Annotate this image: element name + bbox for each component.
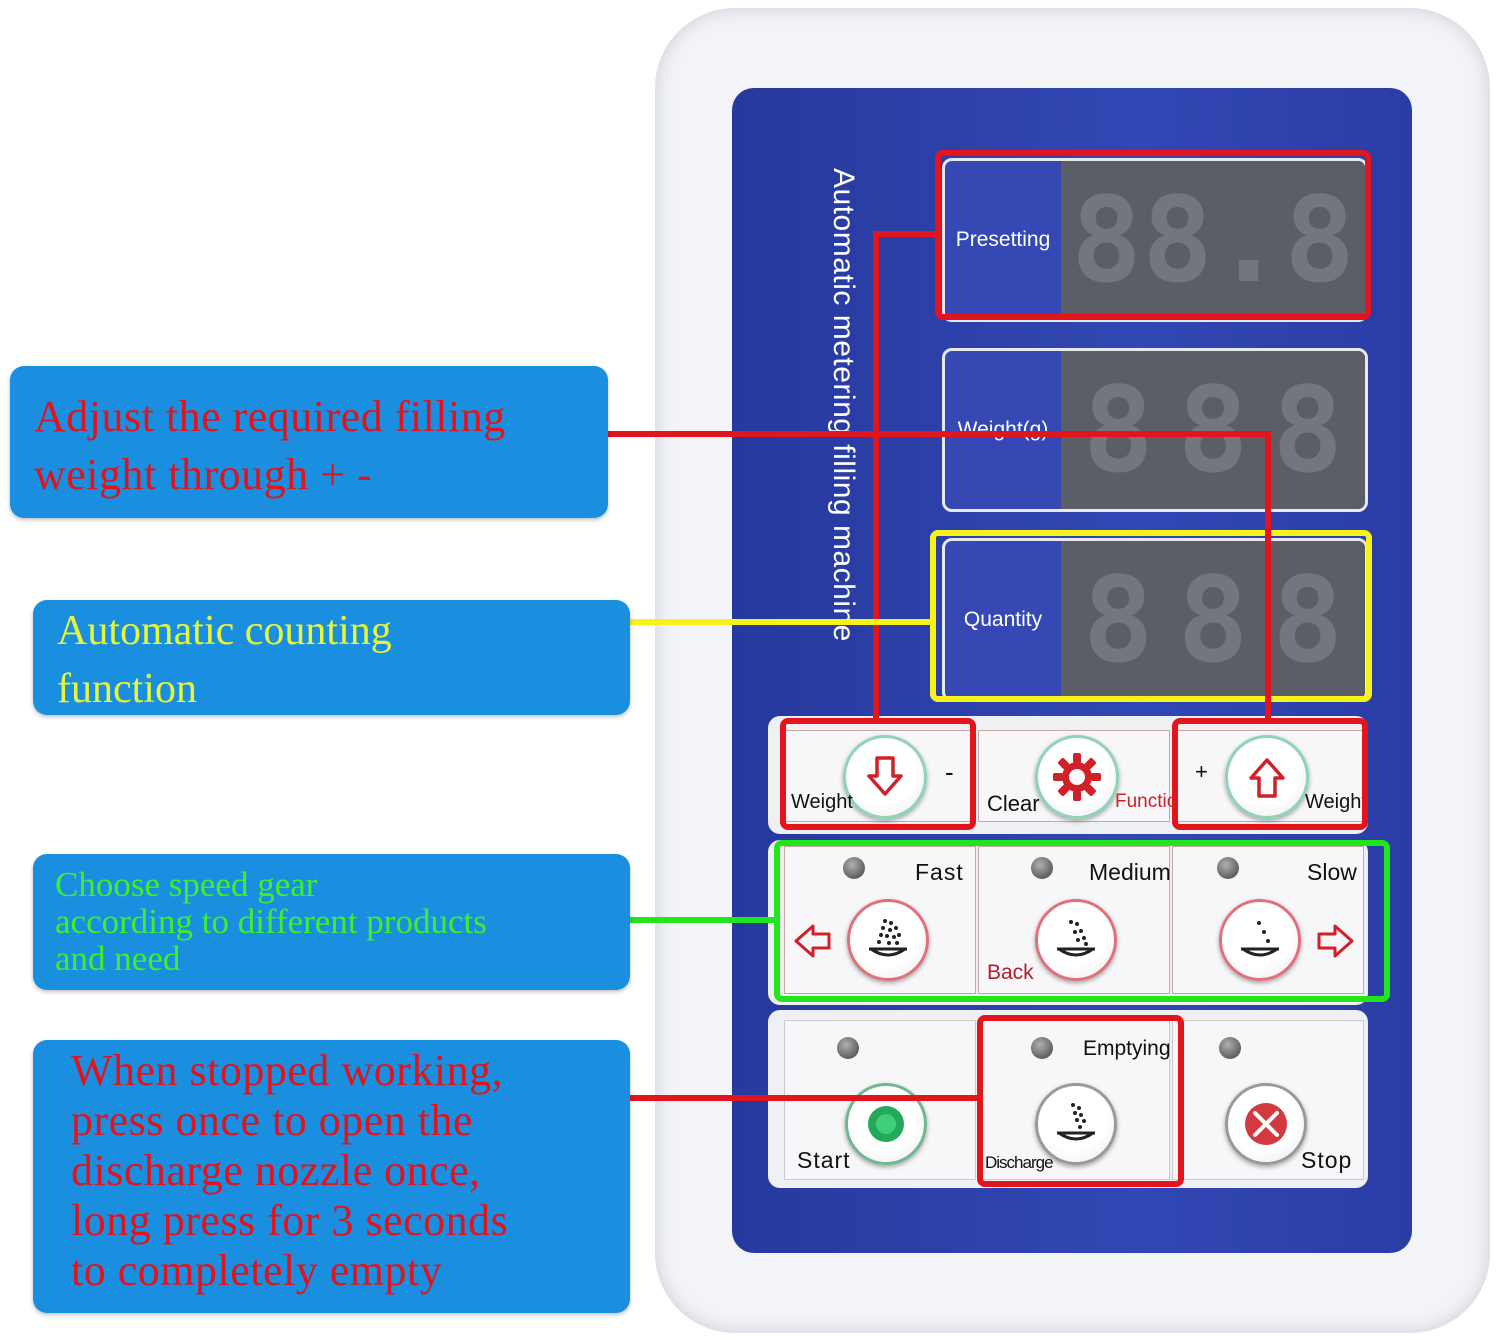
medium-button[interactable]	[1035, 899, 1117, 981]
weight-digit: 8	[1082, 361, 1154, 499]
quantity-display: Quantity 8 8 8	[942, 538, 1368, 702]
presetting-digits: 8 8. 8	[1061, 161, 1365, 319]
quantity-highlight	[930, 530, 1372, 702]
quantity-digit: 8	[1177, 551, 1249, 689]
powder-bowl-icon	[1241, 921, 1279, 957]
weight-plus-key[interactable]: + Weight	[1172, 730, 1367, 822]
weight-digit: 8	[1272, 361, 1344, 499]
fast-label: Fast	[915, 859, 964, 885]
clear-function-key[interactable]: Clear Function	[978, 730, 1188, 822]
right-arrow-icon	[1317, 924, 1354, 958]
function-label: Function	[1115, 791, 1188, 812]
discharge-key[interactable]: Emptying Discharge	[978, 1020, 1171, 1180]
speed-callout: Choose speed gear according to different…	[33, 854, 630, 990]
emptying-led	[1031, 1037, 1053, 1059]
emptying-label: Emptying	[1083, 1037, 1171, 1060]
presetting-highlight	[935, 150, 1371, 320]
weight-minus-label: Weight	[791, 791, 853, 813]
quantity-digit: 8	[1272, 551, 1344, 689]
stop-button[interactable]	[1225, 1083, 1307, 1165]
medium-speed-key[interactable]: Medium Back	[978, 846, 1171, 994]
clear-label: Clear	[987, 791, 1040, 816]
powder-bowl-icon	[1057, 1103, 1095, 1141]
slow-speed-key[interactable]: Slow	[1172, 846, 1364, 994]
fast-button[interactable]	[847, 899, 929, 981]
discharge-callout: When stopped working, press once to open…	[33, 1040, 630, 1313]
weight-digit: 8	[1177, 361, 1249, 499]
discharge-label: Discharge	[985, 1153, 1054, 1172]
quantity-digit: 8	[1082, 551, 1154, 689]
speed-key-strip: Fast Medium	[768, 840, 1368, 1005]
back-label: Back	[987, 961, 1034, 984]
presetting-digit: 8	[1071, 171, 1143, 309]
quantity-label: Quantity	[963, 608, 1043, 631]
presetting-label: Presetting	[955, 228, 1051, 251]
fast-speed-key[interactable]: Fast	[784, 846, 976, 994]
gear-button[interactable]	[1035, 735, 1119, 819]
plus-key-highlight	[1172, 718, 1368, 830]
medium-label: Medium	[1089, 859, 1171, 885]
plus-sign: +	[1195, 759, 1208, 784]
down-arrow-icon	[867, 756, 903, 796]
slow-label: Slow	[1307, 859, 1357, 885]
quantity-digits: 8 8 8	[1061, 541, 1365, 699]
left-arrow-icon	[794, 924, 831, 958]
discharge-highlight	[977, 1015, 1184, 1187]
stop-x-icon	[1245, 1103, 1287, 1145]
start-led	[837, 1037, 859, 1059]
stop-key[interactable]: Stop	[1172, 1020, 1364, 1180]
discharge-text: When stopped working, press once to open…	[71, 1046, 509, 1295]
minus-key-highlight	[780, 718, 976, 830]
counting-text: Automatic counting function	[57, 608, 392, 712]
speed-text: Choose speed gear according to different…	[55, 865, 487, 978]
powder-bowl-icon	[869, 919, 907, 957]
presetting-digit: 8	[1284, 171, 1356, 309]
weight-plus-label: Weight	[1305, 791, 1367, 813]
discharge-button[interactable]	[1035, 1083, 1117, 1165]
gear-icon	[1053, 753, 1101, 801]
weight-digits: 8 8 8	[1061, 351, 1365, 509]
slow-led	[1217, 857, 1239, 879]
start-label: Start	[797, 1147, 851, 1173]
slow-button[interactable]	[1219, 899, 1301, 981]
weight-minus-key[interactable]: Weight -	[784, 730, 976, 822]
presetting-digit: 8.	[1142, 171, 1285, 309]
weight-adjust-callout: Adjust the required filling weight throu…	[10, 366, 608, 518]
weight-display: Weight(g) 8 8 8	[942, 348, 1368, 512]
start-circle-icon	[868, 1106, 904, 1142]
counting-callout: Automatic counting function	[33, 600, 630, 715]
down-arrow-button[interactable]	[843, 735, 927, 819]
powder-bowl-icon	[1057, 920, 1095, 957]
fast-led	[843, 857, 865, 879]
weight-adjust-text: Adjust the required filling weight throu…	[34, 392, 506, 499]
stop-label: Stop	[1301, 1147, 1353, 1173]
up-arrow-icon	[1249, 758, 1285, 798]
minus-sign: -	[945, 757, 954, 787]
medium-led	[1031, 857, 1053, 879]
adjust-key-strip: Weight - Clear Function	[768, 716, 1368, 834]
up-arrow-button[interactable]	[1225, 735, 1309, 819]
weight-connector	[606, 231, 1271, 718]
speed-highlight	[774, 840, 1390, 1002]
stop-led	[1219, 1037, 1241, 1059]
